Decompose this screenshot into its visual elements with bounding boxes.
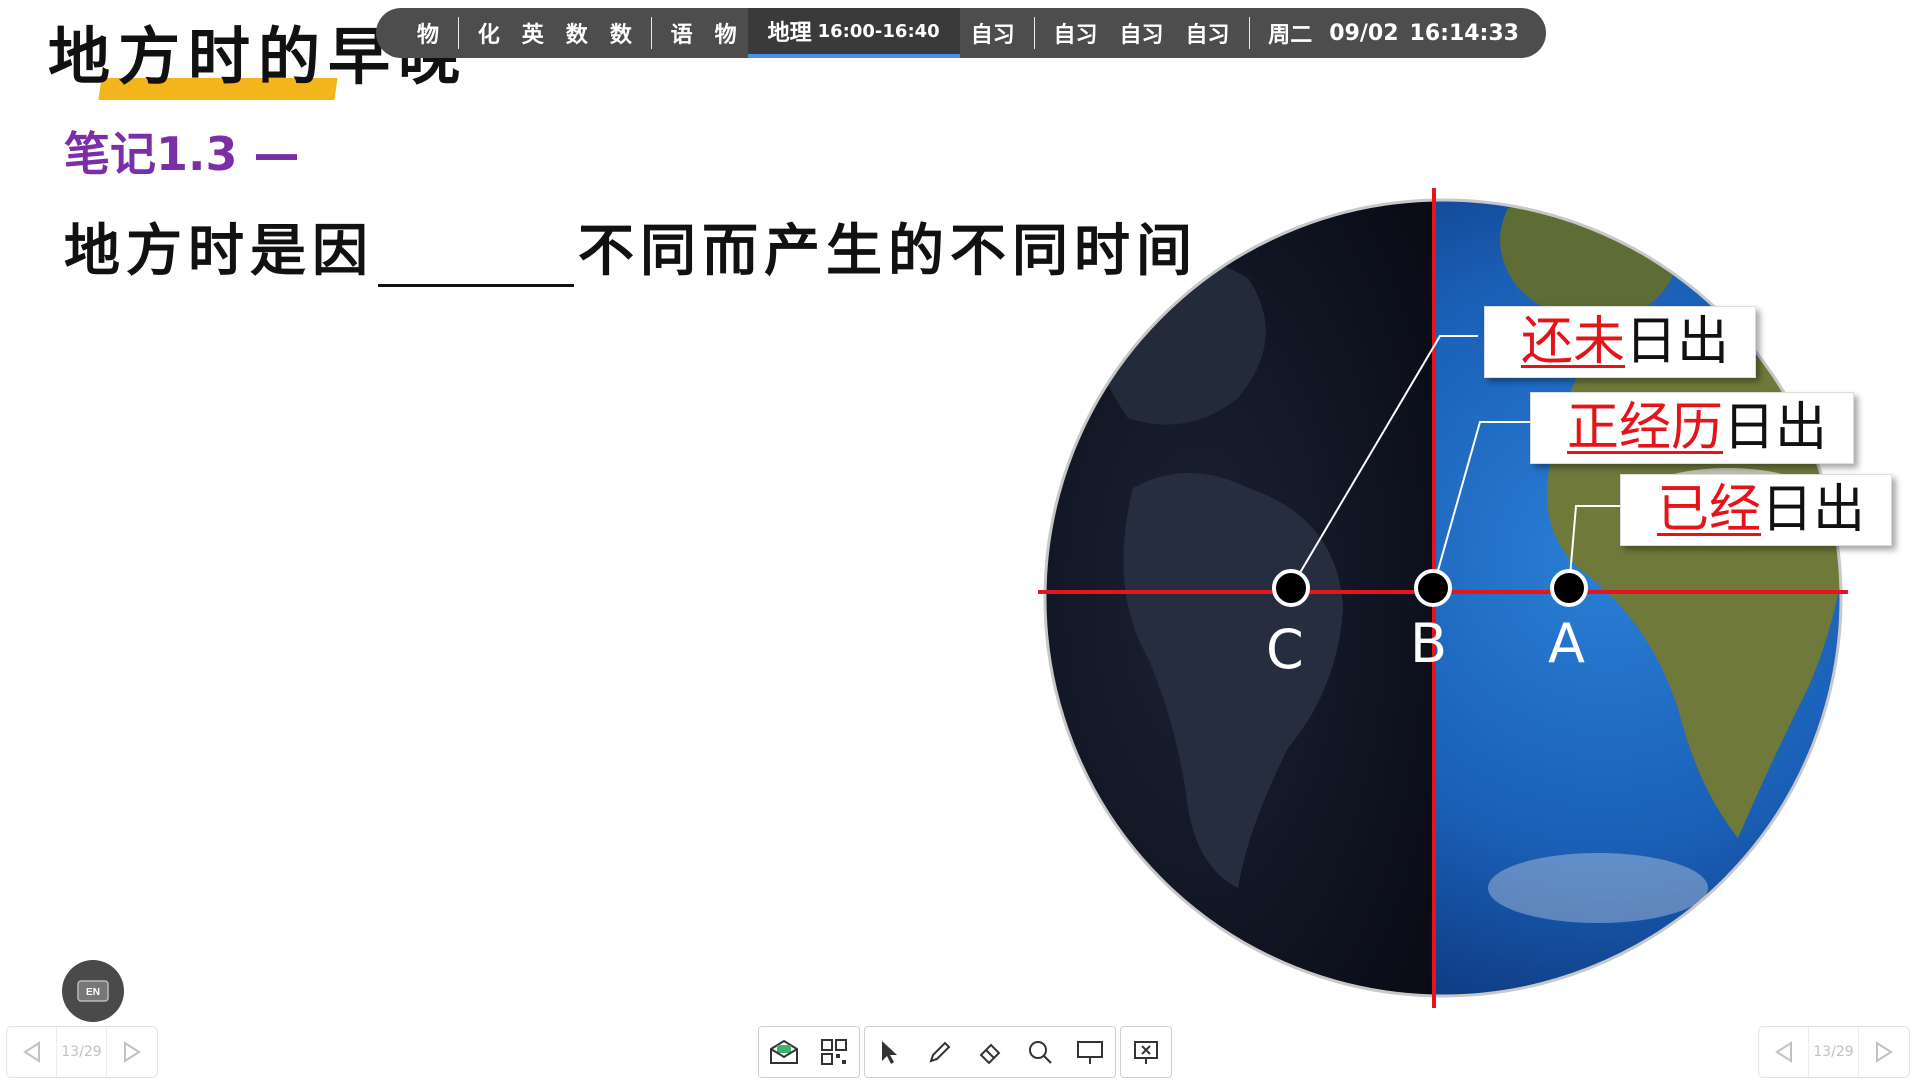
callout-red-text: 正经历 xyxy=(1567,398,1724,458)
note-label: 笔记1.3 — xyxy=(64,127,300,181)
triangle-right-icon xyxy=(1876,1041,1893,1063)
schedule-item[interactable]: 化 xyxy=(477,23,500,48)
zoom-tool-button[interactable] xyxy=(1015,1027,1065,1077)
prev-page-button[interactable] xyxy=(7,1027,57,1077)
schedule-divider xyxy=(650,17,652,49)
magnifier-icon xyxy=(1029,1041,1052,1064)
callout-red-text: 还未 xyxy=(1521,312,1626,372)
schedule-item[interactable]: 自习 xyxy=(1119,23,1164,48)
page-indicator[interactable]: 13/29 xyxy=(57,1027,107,1077)
statement-after: 不同而产生的不同时间 xyxy=(578,218,1198,284)
schedule-item[interactable]: 物 xyxy=(714,23,737,48)
exit-presentation-button[interactable] xyxy=(1121,1027,1171,1077)
point-a-marker xyxy=(1550,569,1588,607)
pen-tool-button[interactable] xyxy=(915,1027,965,1077)
next-page-button[interactable] xyxy=(1859,1027,1909,1077)
callout-already-sunrise: 已经日出 xyxy=(1620,474,1893,546)
triangle-left-icon xyxy=(22,1041,40,1063)
schedule-item[interactable]: 自习 xyxy=(1185,23,1230,48)
page-nav-right: 13/29 xyxy=(1758,1026,1910,1078)
leader-line-b xyxy=(1432,421,1532,589)
globe-illustration: C B A 还未日出 正经历日出 已经日出 xyxy=(1038,188,1893,1008)
weekday: 周二 xyxy=(1268,23,1313,48)
schedule-item[interactable]: 自习 xyxy=(1053,23,1098,48)
triangle-left-icon xyxy=(1774,1041,1792,1063)
mail-icon xyxy=(770,1039,798,1064)
tool-group-apps xyxy=(758,1026,860,1078)
schedule-divider xyxy=(1033,17,1035,49)
schedule-item[interactable]: 物 xyxy=(417,23,440,48)
schedule-item[interactable]: 自习 xyxy=(970,23,1015,48)
globe-svg xyxy=(1038,188,1848,1008)
schedule-item[interactable]: 数 xyxy=(609,23,632,48)
schedule-item-current[interactable]: 地理 16:00-16:40 xyxy=(747,8,960,58)
cursor-arrow-icon xyxy=(882,1041,897,1064)
next-page-button[interactable] xyxy=(107,1027,157,1077)
schedule-item[interactable]: 英 xyxy=(521,23,544,48)
eraser-tool-button[interactable] xyxy=(965,1027,1015,1077)
presentation-exit-icon xyxy=(1134,1041,1158,1064)
callout-black-text: 日出 xyxy=(1625,312,1730,372)
leader-line-a xyxy=(1568,505,1623,589)
current-subject: 地理 xyxy=(767,21,812,46)
select-tool-button[interactable] xyxy=(865,1027,915,1077)
current-time-range: 16:00-16:40 xyxy=(817,20,940,42)
prev-page-button[interactable] xyxy=(1759,1027,1809,1077)
page-indicator[interactable]: 13/29 xyxy=(1809,1027,1859,1077)
tool-group-draw xyxy=(864,1026,1116,1078)
language-switch-button[interactable]: EN xyxy=(62,960,124,1022)
callout-red-text: 已经 xyxy=(1657,480,1762,540)
pen-icon xyxy=(929,1041,951,1063)
eraser-icon xyxy=(979,1043,1001,1065)
fill-blank xyxy=(378,231,574,287)
date: 09/02 xyxy=(1329,20,1399,46)
page-nav-left: 13/29 xyxy=(6,1026,158,1078)
schedule-item[interactable]: 语 xyxy=(670,23,693,48)
class-schedule-bar: 物 化 英 数 数 语 物 地理 16:00-16:40 自习 自习 自习 自习… xyxy=(376,8,1546,58)
triangle-right-icon xyxy=(124,1041,141,1063)
statement-before: 地方时是因 xyxy=(64,218,374,284)
qr-code-button[interactable] xyxy=(809,1027,859,1077)
globe-outline xyxy=(1043,198,1843,998)
callout-black-text: 日出 xyxy=(1723,398,1828,458)
clock: 16:14:33 xyxy=(1409,20,1519,46)
schedule-divider xyxy=(1248,17,1250,49)
schedule-item[interactable]: 数 xyxy=(565,23,588,48)
lang-label: EN xyxy=(86,987,100,998)
point-b-label: B xyxy=(1410,612,1448,675)
callout-black-text: 日出 xyxy=(1761,480,1866,540)
qr-code-icon xyxy=(821,1039,847,1065)
whiteboard-button[interactable] xyxy=(1065,1027,1115,1077)
schedule-divider xyxy=(458,17,459,49)
point-c-label: C xyxy=(1266,618,1304,681)
statement: 地方时是因 不同而产生的不同时间 xyxy=(64,206,1198,287)
annotation-toolbar xyxy=(758,1026,1176,1078)
point-a-label: A xyxy=(1548,612,1585,675)
callout-not-yet-sunrise: 还未日出 xyxy=(1484,306,1757,378)
mail-app-button[interactable] xyxy=(759,1027,809,1077)
point-c-marker xyxy=(1272,569,1310,607)
tool-group-exit xyxy=(1120,1026,1172,1078)
whiteboard-icon xyxy=(1077,1041,1103,1064)
cloud-shape xyxy=(1488,853,1708,923)
keyboard-icon: EN xyxy=(77,980,109,1002)
callout-experiencing-sunrise: 正经历日出 xyxy=(1530,392,1855,464)
point-b-marker xyxy=(1414,569,1452,607)
leader-line-c xyxy=(1290,335,1478,589)
